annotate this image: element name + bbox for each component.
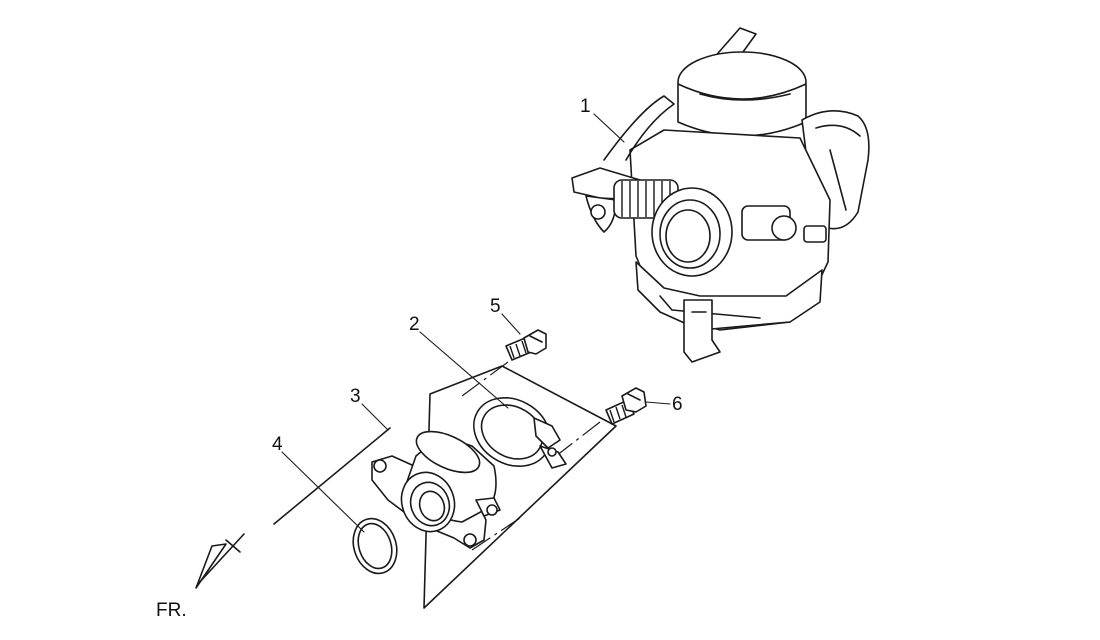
bolt-part-6 bbox=[605, 387, 647, 425]
callout-3: 3 bbox=[350, 386, 361, 407]
carburetor-assembly bbox=[571, 27, 870, 363]
intake-pipe-part-3 bbox=[371, 430, 501, 549]
center-line-lower bbox=[471, 517, 521, 551]
callout-2: 2 bbox=[409, 314, 420, 335]
leader-line-1 bbox=[593, 113, 625, 143]
front-direction-label: FR. bbox=[156, 600, 187, 621]
clamp-band-part-2 bbox=[473, 397, 567, 469]
leader-line-4 bbox=[281, 451, 365, 533]
callout-5: 5 bbox=[490, 296, 501, 317]
leader-line-5 bbox=[501, 313, 521, 335]
center-line-right bbox=[555, 421, 601, 457]
center-line-upper bbox=[461, 361, 509, 397]
assembly-outline-box bbox=[273, 365, 617, 609]
leader-line-3 bbox=[361, 403, 389, 431]
bolt-part-5 bbox=[505, 329, 547, 361]
leader-line-6 bbox=[645, 401, 671, 405]
front-direction-arrow-icon bbox=[195, 533, 245, 589]
callout-4: 4 bbox=[272, 434, 283, 455]
leader-line-2 bbox=[419, 331, 509, 409]
callout-6: 6 bbox=[672, 394, 683, 415]
callout-1: 1 bbox=[580, 96, 591, 117]
